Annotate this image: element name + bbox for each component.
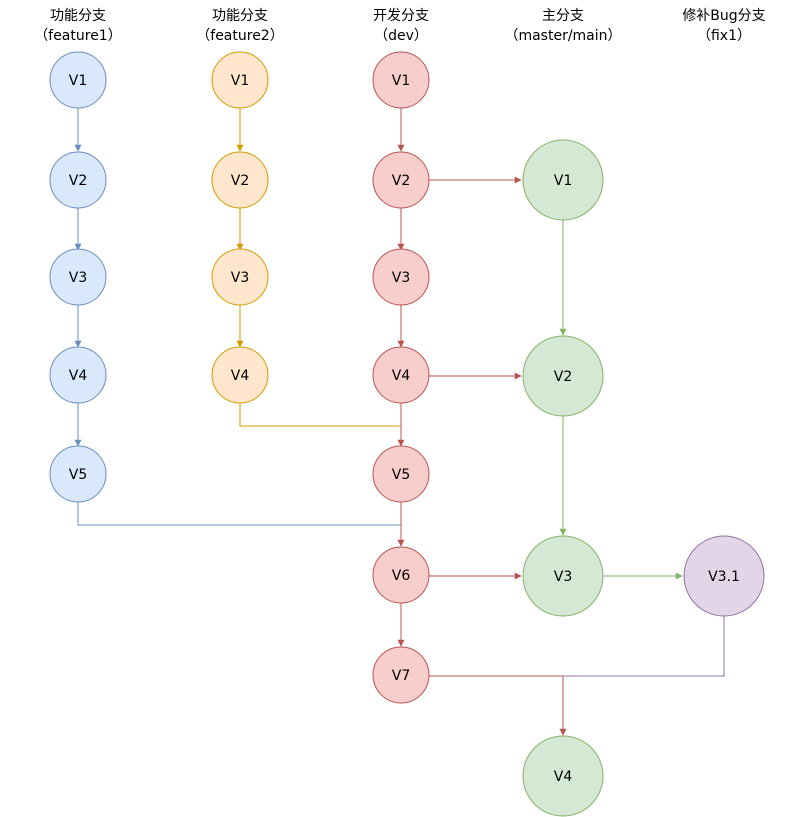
column-subtitle: （master/main）: [504, 28, 621, 44]
commit-label: V7: [392, 668, 410, 684]
commit-node: [211, 248, 269, 306]
column-title: 开发分支: [373, 8, 429, 24]
merge-line-feature1-to-dev: [77, 502, 401, 526]
commit-node: [522, 335, 604, 417]
commit-node: [522, 535, 604, 617]
feature2-labels: V1 V2 V3 V4: [231, 73, 250, 384]
commit-label: V3: [231, 270, 249, 286]
commit-node: [372, 346, 430, 404]
commit-node: [372, 445, 430, 503]
fix1-nodes: [683, 535, 765, 617]
column-subtitle: （dev）: [374, 28, 428, 44]
commit-node: [49, 248, 107, 306]
master-labels: V1 V2 V3 V4: [554, 173, 573, 785]
commit-node: [372, 248, 430, 306]
commit-label: V4: [554, 769, 573, 785]
column-header-master: 主分支 （master/main）: [504, 8, 621, 44]
commit-node: [683, 535, 765, 617]
commit-label: V4: [69, 368, 88, 384]
dev-labels: V1 V2 V3 V4 V5 V6 V7: [392, 73, 411, 684]
commit-label: V4: [392, 368, 411, 384]
dev-nodes: [372, 51, 430, 704]
commit-node: [372, 646, 430, 704]
column-title: 功能分支: [50, 8, 106, 24]
commit-label: V1: [69, 73, 87, 89]
fix1-labels: V3.1: [708, 569, 740, 585]
commit-node: [211, 51, 269, 109]
master-nodes: [522, 139, 604, 817]
commit-label: V5: [392, 467, 410, 483]
commit-label: V2: [231, 173, 249, 189]
column-title: 主分支: [542, 8, 584, 24]
commit-label: V1: [554, 173, 572, 189]
column-header-dev: 开发分支 （dev）: [373, 8, 429, 44]
commit-label: V5: [69, 467, 87, 483]
dev-edges: [397, 108, 567, 736]
commit-label: V3: [69, 270, 87, 286]
commit-node: [49, 51, 107, 109]
commit-label: V2: [392, 173, 410, 189]
commit-node: [372, 546, 430, 604]
feature1-nodes: [49, 51, 107, 503]
commit-label: V1: [392, 73, 410, 89]
feature2-edges: [236, 108, 401, 427]
commit-label: V3.1: [708, 569, 740, 585]
column-title: 修补Bug分支: [682, 8, 765, 24]
master-edges: [559, 220, 683, 580]
commit-node: [522, 735, 604, 817]
column-subtitle: （fix1）: [697, 28, 751, 44]
merge-line-dev-to-master: [429, 675, 567, 736]
commit-node: [49, 346, 107, 404]
column-title: 功能分支: [212, 8, 268, 24]
column-subtitle: （feature2）: [196, 28, 283, 44]
column-subtitle: （feature1）: [34, 28, 121, 44]
column-header-fix1: 修补Bug分支 （fix1）: [682, 8, 765, 44]
commit-label: V2: [554, 369, 572, 385]
column-header-feature1: 功能分支 （feature1）: [34, 8, 121, 44]
commit-node: [211, 346, 269, 404]
column-header-feature2: 功能分支 （feature2）: [196, 8, 283, 44]
commit-label: V1: [231, 73, 249, 89]
commit-label: V4: [231, 368, 250, 384]
merge-line-fix1-to-master: [563, 616, 725, 677]
commit-node: [372, 51, 430, 109]
feature1-labels: V1 V2 V3 V4 V5: [69, 73, 88, 483]
fix1-edges: [563, 616, 725, 677]
merge-line-feature2-to-dev: [239, 403, 401, 427]
commit-node: [49, 445, 107, 503]
commit-label: V3: [554, 569, 572, 585]
commit-node: [211, 151, 269, 209]
commit-node: [372, 151, 430, 209]
commit-label: V3: [392, 270, 410, 286]
commit-node: [49, 151, 107, 209]
commit-node: [522, 139, 604, 221]
feature2-nodes: [211, 51, 269, 404]
commit-label: V2: [69, 173, 87, 189]
feature1-edges: [74, 108, 401, 526]
commit-label: V6: [392, 568, 411, 584]
